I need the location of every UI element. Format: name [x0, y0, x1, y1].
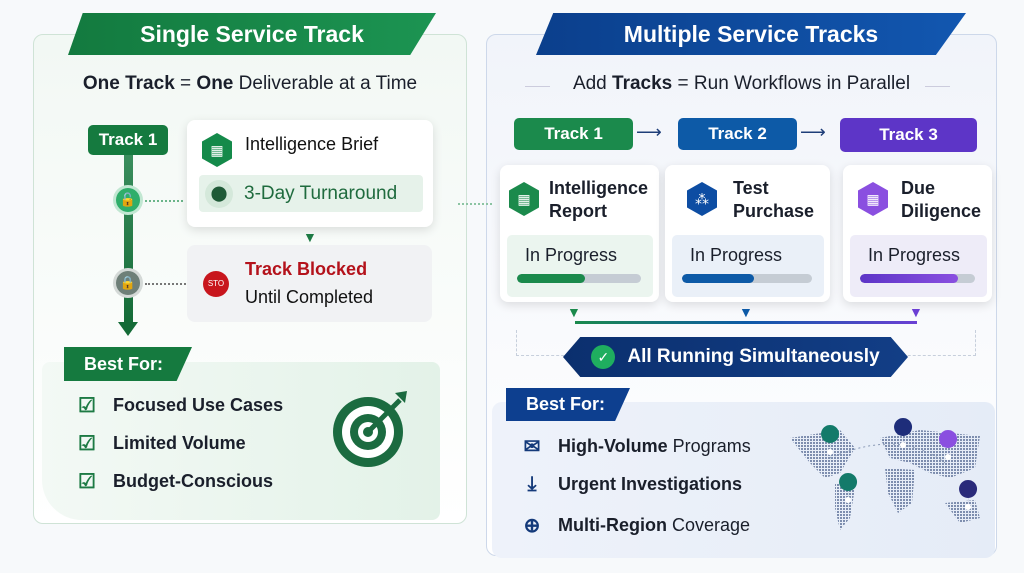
turnaround-row: ⬤ 3-Day Turnaround — [199, 175, 423, 212]
location-pin-icon: ⬤ — [205, 180, 233, 208]
track-2-badge: Track 2 — [678, 118, 797, 150]
best-for-item: ☑Focused Use Cases — [75, 393, 283, 418]
arrow-down-icon: ▼ — [739, 304, 753, 320]
blocked-subtitle: Until Completed — [245, 287, 374, 307]
best-for-item: ☑Limited Volume — [75, 431, 246, 456]
dotted-connector — [458, 203, 492, 205]
blocked-card: STO Track Blocked Until Completed — [187, 245, 432, 322]
calendar-icon: ▦ — [509, 182, 539, 216]
best-for-item: ⊕Multi-Region Coverage — [520, 513, 750, 538]
status-label: In Progress — [690, 245, 783, 265]
lock-icon: 🔒 — [113, 268, 143, 298]
arrow-down-icon: ▼ — [909, 304, 923, 320]
divider — [525, 86, 550, 87]
status-label: In Progress — [868, 245, 961, 265]
card-title: Intelligence Brief — [245, 134, 379, 154]
single-track-title: Single Service Track — [68, 13, 436, 55]
blocked-title: Track Blocked — [245, 259, 368, 279]
stop-icon: STO — [203, 271, 229, 297]
arrow-down-icon: ▼ — [567, 304, 581, 320]
divider — [925, 86, 950, 87]
status-box: In Progress — [850, 235, 987, 297]
globe-icon: ⊕ — [523, 515, 541, 537]
world-map-icon — [790, 418, 980, 530]
progress-fill — [682, 274, 754, 283]
arrow-right-icon: ⟶ — [636, 122, 662, 142]
best-for-item: ✉High-Volume Programs — [520, 434, 751, 459]
status-label: In Progress — [525, 245, 618, 265]
single-track-subtitle: One Track = One Deliverable at a Time — [82, 73, 418, 94]
dotted-connector — [145, 283, 205, 285]
multiple-tracks-subtitle: Add Tracks = Run Workflows in Parallel — [572, 73, 911, 94]
progress-bar — [682, 274, 812, 283]
urgent-icon: ⤓ — [527, 473, 537, 495]
best-for-tab: Best For: — [64, 347, 192, 381]
down-arrow-icon: ▼ — [303, 229, 317, 245]
track-1-badge: Track 1 — [88, 125, 168, 155]
best-for-item: ☑Budget-Conscious — [75, 469, 273, 494]
progress-bar — [517, 274, 641, 283]
track-1-badge: Track 1 — [514, 118, 633, 150]
track-line — [124, 155, 133, 325]
all-running-banner: ✓ All Running Simultaneously — [563, 337, 908, 377]
all-running-label: All Running Simultaneously — [627, 346, 880, 367]
check-icon: ☑ — [78, 395, 96, 417]
map-pin-icon — [821, 425, 840, 468]
progress-bar — [860, 274, 975, 283]
arrow-right-icon: ⟶ — [800, 122, 826, 142]
calendar-icon: ▦ — [202, 133, 232, 167]
check-circle-icon: ✓ — [591, 345, 616, 369]
calendar-icon: ▦ — [858, 182, 888, 216]
progress-fill — [860, 274, 958, 283]
target-icon — [333, 391, 407, 467]
track-arrow-icon — [118, 322, 138, 336]
dotted-connector — [145, 200, 183, 202]
progress-fill — [517, 274, 586, 283]
check-icon: ☑ — [78, 433, 96, 455]
volume-icon: ✉ — [523, 436, 541, 458]
check-icon: ☑ — [78, 471, 96, 493]
best-for-tab: Best For: — [506, 388, 630, 421]
track-3-badge: Track 3 — [840, 118, 977, 152]
best-for-item: ⤓Urgent Investigations — [520, 473, 742, 496]
status-box: In Progress — [507, 235, 653, 297]
network-icon: ⁂ — [687, 182, 717, 216]
multiple-tracks-title: Multiple Service Tracks — [536, 13, 966, 55]
unlocked-icon: 🔓 — [113, 185, 143, 215]
intelligence-brief-card: ▦ Intelligence Brief ⬤ 3-Day Turnaround — [187, 120, 433, 227]
status-box: In Progress — [672, 235, 824, 297]
turnaround-label: 3-Day Turnaround — [244, 183, 398, 204]
merge-line — [575, 321, 917, 324]
